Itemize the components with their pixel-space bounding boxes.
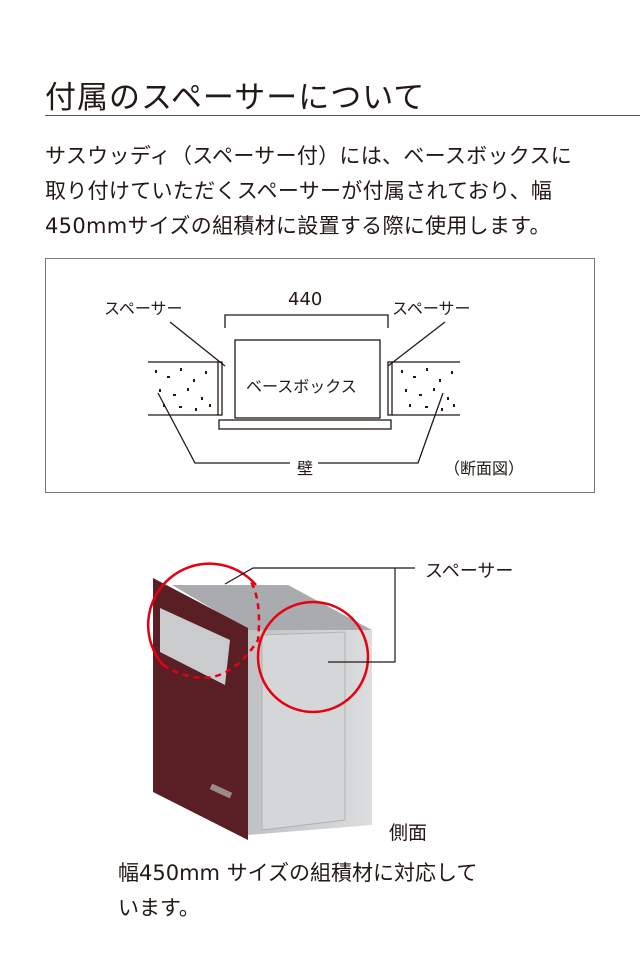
title-divider	[45, 115, 640, 116]
wall-label: 壁	[297, 459, 314, 478]
cross-section-diagram: スペーサー スペーサー 440 ベースボックス 壁 （断面図）	[45, 258, 595, 493]
highlight-circle-left	[146, 562, 257, 666]
view-type-label: （断面図）	[444, 459, 525, 478]
cross-section-drawing	[148, 314, 460, 464]
box-top	[172, 585, 372, 630]
intro-line-2: 取り付けていただくスペーサーが付属されており、幅	[45, 179, 553, 203]
side-view-label: 側面	[389, 822, 428, 844]
mail-slot	[160, 608, 230, 685]
base-box-label: ベースボックス	[246, 377, 357, 396]
photo-spacer-label: スペーサー	[425, 561, 514, 582]
product-photo	[146, 562, 415, 840]
section-title: 付属のスペーサーについて	[45, 80, 426, 116]
intro-line-3: 450mmサイズの組積材に設置する際に使用します。	[45, 214, 551, 238]
caption-line-1: 幅450mm サイズの組積材に対応して	[118, 861, 478, 885]
spacer-plate	[261, 631, 346, 831]
wall-texture	[155, 368, 455, 411]
spacer-label-right: スペーサー	[392, 299, 471, 318]
width-dimension: 440	[288, 289, 323, 310]
brand-logo	[209, 783, 233, 799]
highlight-circle-right	[256, 600, 370, 714]
intro-line-1: サスウッディ（スペーサー付）には、ベースボックスに	[45, 144, 573, 168]
spacer-label-left: スペーサー	[104, 299, 183, 318]
caption-line-2: います。	[118, 896, 200, 920]
